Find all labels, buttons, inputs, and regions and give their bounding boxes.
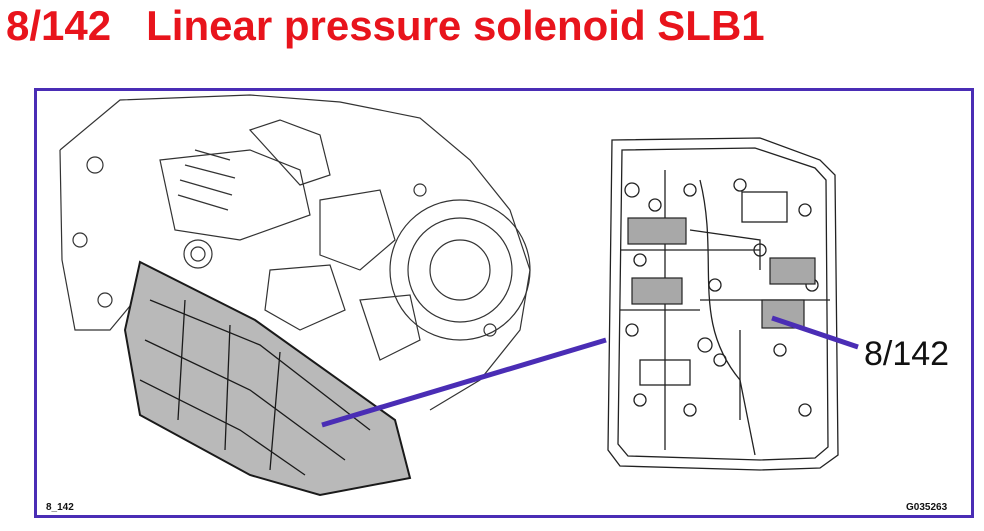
figure-id: 8_142 [46, 502, 74, 513]
valve-body-illustration [607, 137, 839, 471]
title-text: Linear pressure solenoid SLB1 [146, 2, 765, 49]
diagram-frame [34, 88, 974, 518]
title-code: 8/142 [6, 2, 112, 49]
image-code: G035263 [906, 502, 948, 513]
page-title: 8/142 Linear pressure solenoid SLB1 [6, 2, 765, 50]
oil-pan-ribs [139, 299, 371, 476]
callout-label: 8/142 [864, 335, 950, 373]
leader-line-pan [321, 337, 607, 428]
leader-line-slb1 [771, 315, 859, 350]
oil-pan [123, 260, 412, 497]
